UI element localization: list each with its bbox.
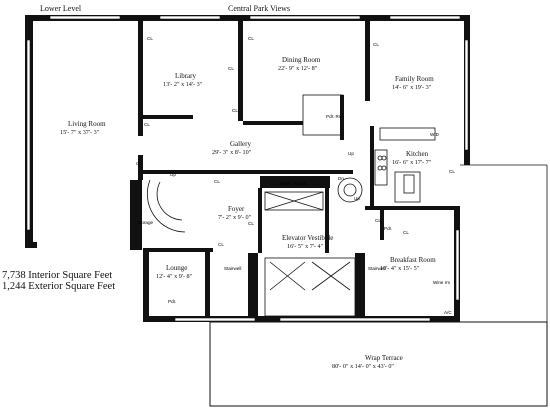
family-room-dims: 14'- 6" x 19'- 3"	[392, 84, 432, 91]
kitchen-name: Kitchen	[406, 150, 429, 158]
stairwell-label: Stairwell	[368, 266, 385, 271]
closet-label: CL	[248, 36, 254, 41]
dining-room-dims: 22'- 9" x 12'- 8"	[278, 65, 318, 72]
up-label: Up	[170, 172, 176, 177]
wine-room-label: Wine rm	[433, 280, 450, 285]
dining-room-name: Dining Room	[282, 56, 321, 64]
breakfast-room-dims: 10'- 4" x 15'- 5"	[380, 265, 420, 272]
wrap-terrace-name: Wrap Terrace	[365, 354, 403, 362]
elevator-vestibule-dims: 16'- 5" x 7'- 4"	[287, 243, 324, 250]
spiral-staircase	[146, 177, 363, 233]
closet-label: CL	[403, 230, 409, 235]
wrap-terrace-dims: 80'- 0" x 14'- 0" x 43'- 0"	[332, 363, 394, 370]
interior-walls	[130, 21, 455, 317]
closet-label: CL	[218, 242, 224, 247]
closet-label: CL	[228, 66, 234, 71]
exterior-square-feet: 1,244 Exterior Square Feet	[2, 281, 115, 292]
powder-room-label: Pdr. Rm.	[326, 114, 344, 119]
living-room-name: Living Room	[68, 120, 106, 128]
powder-label: Pdr.	[384, 226, 392, 231]
closet-label: CL	[214, 179, 220, 184]
closet-label: CL	[449, 169, 455, 174]
kitchen-fixtures	[374, 149, 415, 194]
closet-label: CL	[248, 221, 254, 226]
interior-square-feet: 7,738 Interior Square Feet	[2, 270, 112, 281]
up-label: Up	[354, 196, 360, 201]
ac-label: A/C	[444, 310, 452, 315]
elevator-vestibule-name: Elevator Vestibule	[282, 234, 333, 242]
closet-label: CL	[144, 122, 150, 127]
lounge-name: Lounge	[166, 264, 187, 272]
powder-label: Pdr.	[168, 299, 176, 304]
closet-label: CL	[136, 161, 142, 166]
level-label: Lower Level	[40, 4, 82, 13]
mech-room-label: Mech. Room	[280, 181, 306, 186]
foyer-dims: 7'- 2" x 9'- 0"	[218, 214, 252, 221]
closet-label: CL	[375, 218, 381, 223]
up-label: Up	[348, 151, 354, 156]
wrap-terrace-outline	[209, 321, 548, 407]
library-dims: 13'- 2" x 14'- 3"	[163, 81, 203, 88]
dn-label: Dn	[338, 176, 344, 181]
views-label: Central Park Views	[228, 4, 290, 13]
closet-label: CL	[147, 36, 153, 41]
closet-label: CL	[373, 42, 379, 47]
breakfast-room-name: Breakfast Room	[390, 256, 436, 264]
closet-label: CL	[232, 108, 238, 113]
foyer-name: Foyer	[228, 205, 245, 213]
top-windows	[26, 15, 469, 322]
library-name: Library	[175, 72, 196, 80]
storage-label: Storage	[137, 220, 154, 225]
living-room-dims: 15'- 7" x 37'- 3"	[60, 129, 100, 136]
stairwell-label: Stairwell	[224, 266, 241, 271]
gallery-name: Gallery	[230, 140, 251, 148]
lounge-dims: 12'- 4" x 9'- 8"	[156, 273, 193, 280]
gallery-dims: 29'- 3" x 8'- 10"	[212, 149, 252, 156]
kitchen-dims: 16'- 6" x 17'- 7"	[392, 159, 432, 166]
family-room-name: Family Room	[395, 75, 434, 83]
wd-label: W/D	[430, 132, 440, 137]
